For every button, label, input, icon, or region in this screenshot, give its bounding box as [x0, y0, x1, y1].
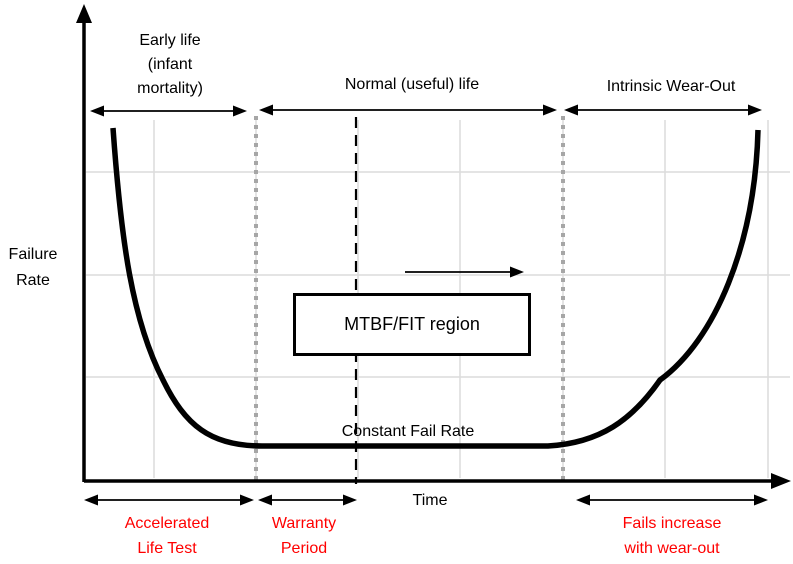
arrow-head-left-icon [258, 494, 272, 506]
arrow-head-right-icon [233, 105, 247, 117]
y-axis-label-line: Rate [16, 272, 50, 289]
arrow-head-right-icon [510, 266, 524, 278]
bottom-label-warranty-period: Warranty Period [272, 511, 336, 561]
arrow-head-left-icon [564, 104, 578, 116]
region-label-early-life: Early life (infant mortality) [137, 29, 203, 101]
bottom-label-line: Warranty [271, 515, 337, 532]
early-life-span-arrow [90, 105, 247, 117]
bottom-label-line: Accelerated [124, 515, 210, 532]
bottom-label-line: Life Test [137, 540, 197, 557]
mtbf-fit-region-box: MTBF/FIT region [293, 293, 531, 356]
arrow-head-right-icon [343, 494, 357, 506]
mtbf-direction-arrow [405, 266, 524, 278]
arrow-head-right-icon [240, 494, 254, 506]
region-label-line: (infant [147, 56, 193, 73]
arrow-head-right-icon [543, 104, 557, 116]
warranty-period-span-arrow [258, 494, 357, 506]
region-label-line: Intrinsic Wear-Out [606, 78, 736, 95]
y-axis [76, 4, 92, 482]
accelerated-life-test-span-arrow [84, 494, 254, 506]
bottom-label-line: Period [280, 540, 328, 557]
arrow-head-left-icon [90, 105, 104, 117]
region-label-line: Normal (useful) life [344, 76, 480, 93]
region-label-line: mortality) [137, 80, 203, 97]
normal-life-span-arrow [259, 104, 557, 116]
x-axis-label: Time [413, 489, 448, 513]
y-axis-arrow-icon [76, 4, 92, 23]
bathtub-failure-rate-curve [110, 127, 761, 449]
region-label-line: Early life [139, 32, 201, 49]
x-axis-label-line: Time [412, 492, 448, 509]
arrow-head-left-icon [84, 494, 98, 506]
region-label-normal-life: Normal (useful) life [345, 73, 479, 97]
region-label-intrinsic-wear-out: Intrinsic Wear-Out [607, 75, 736, 99]
x-axis [84, 473, 791, 489]
mtbf-box-label: MTBF/FIT region [344, 314, 480, 334]
fails-increase-span-arrow [576, 494, 768, 506]
bottom-label-accelerated-life-test: Accelerated Life Test [125, 511, 210, 561]
arrow-head-left-icon [259, 104, 273, 116]
bottom-label-line: Fails increase [622, 515, 722, 532]
arrow-head-right-icon [754, 494, 768, 506]
bottom-label-fails-increase: Fails increase with wear-out [623, 511, 722, 561]
x-axis-arrow-icon [771, 473, 791, 489]
bottom-label-line: with wear-out [624, 540, 720, 557]
y-axis-label: Failure Rate [9, 242, 58, 294]
constant-fail-rate-label: Constant Fail Rate [342, 420, 475, 444]
annotation-line: Constant Fail Rate [341, 423, 475, 440]
arrow-head-right-icon [748, 104, 762, 116]
arrow-head-left-icon [576, 494, 590, 506]
y-axis-label-line: Failure [8, 246, 58, 263]
wearout-span-arrow [564, 104, 762, 116]
